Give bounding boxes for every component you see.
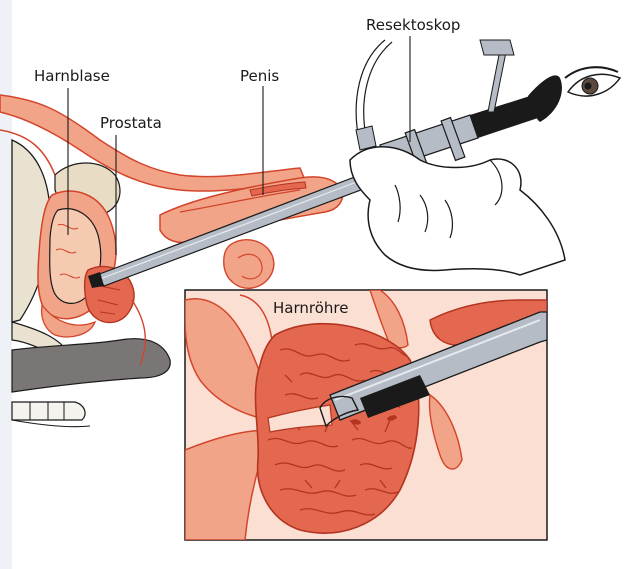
prostate-label: Prostata (100, 116, 162, 131)
resectoscope-label: Resektoskop (366, 18, 460, 33)
hand-illustration (350, 147, 565, 275)
bladder-label: Harnblase (34, 69, 110, 84)
eye-icon (565, 67, 620, 96)
side-panel (0, 0, 12, 569)
prostate-magnified-inset (185, 290, 547, 540)
penis-label: Penis (240, 69, 279, 84)
urethra-label: Harnröhre (273, 301, 348, 316)
